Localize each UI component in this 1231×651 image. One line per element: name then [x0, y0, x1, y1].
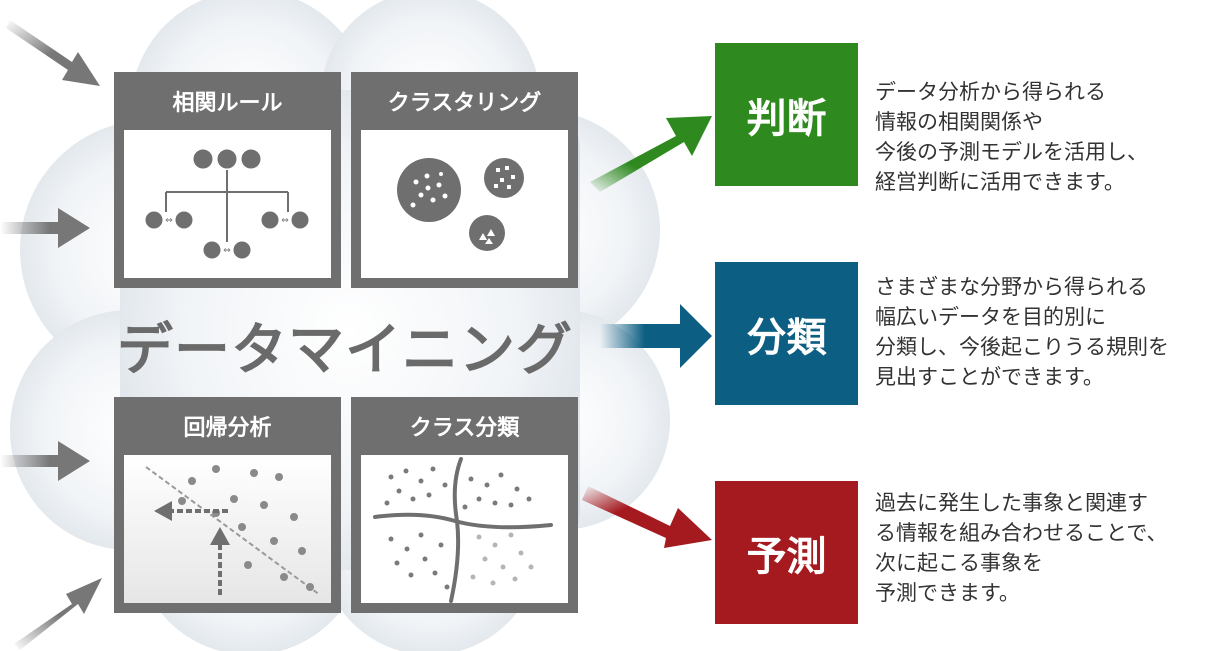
classification-description: さまざまな分野から得られる 幅広いデータを目的別に 分類し、今後起こりうる規則を… [875, 272, 1231, 392]
classification-illustration [361, 455, 568, 603]
main-title: データマイニング [117, 317, 573, 383]
description-line: 見出すことができます。 [875, 365, 1104, 389]
description-line: データ分析から得られる [875, 80, 1106, 104]
description-line: る情報を組み合わせることで、 [875, 521, 1168, 545]
panel-clustering: クラスタリング [351, 72, 578, 288]
panel-association-rules: 相関ルール ⇔ ⇔ ⇔ [114, 72, 341, 288]
svg-text:⇔: ⇔ [281, 216, 289, 226]
description-line: 次に起こる事象を [875, 551, 1043, 575]
description-line: 情報の相関関係や [875, 110, 1043, 134]
svg-text:⇔: ⇔ [165, 216, 173, 226]
arrow-icon [590, 116, 712, 192]
output-prediction-box: 予測 [715, 481, 858, 624]
panel-title: クラスタリング [387, 91, 542, 116]
clustering-illustration [361, 130, 568, 278]
panel-title: 相関ルール [172, 91, 283, 116]
panel-regression: 回帰分析 [114, 397, 341, 613]
regression-illustration [124, 455, 331, 603]
panel-title: クラス分類 [409, 416, 520, 441]
description-line: 今後の予測モデルを活用し、 [875, 140, 1148, 164]
description-line: 経営判断に活用できます。 [875, 170, 1125, 194]
arrow-icon [582, 486, 712, 548]
association-rule-illustration: ⇔ ⇔ ⇔ [124, 130, 331, 278]
arrow-icon [0, 208, 90, 248]
description-line: 過去に発生した事象と関連す [875, 491, 1148, 515]
arrow-icon [0, 441, 90, 481]
output-judgment-box: 判断 [715, 43, 858, 186]
panel-classification: クラス分類 [351, 397, 578, 613]
output-arrows [582, 116, 712, 548]
description-line: 幅広いデータを目的別に [875, 305, 1106, 329]
panel-title: 回帰分析 [183, 416, 272, 441]
input-arrows [0, 20, 102, 650]
svg-text:⇔: ⇔ [223, 246, 231, 256]
prediction-description: 過去に発生した事象と関連す る情報を組み合わせることで、 次に起こる事象を 予測… [875, 488, 1231, 608]
description-line: 分類し、今後起こりうる規則を [875, 335, 1169, 359]
judgment-description: データ分析から得られる 情報の相関関係や 今後の予測モデルを活用し、 経営判断に… [875, 77, 1231, 197]
arrow-icon [6, 20, 100, 86]
description-line: 予測できます。 [875, 581, 1020, 605]
arrow-icon [14, 578, 102, 650]
description-line: さまざまな分野から得られる [875, 275, 1148, 299]
output-classification-box: 分類 [715, 262, 858, 405]
arrow-icon [600, 304, 712, 368]
